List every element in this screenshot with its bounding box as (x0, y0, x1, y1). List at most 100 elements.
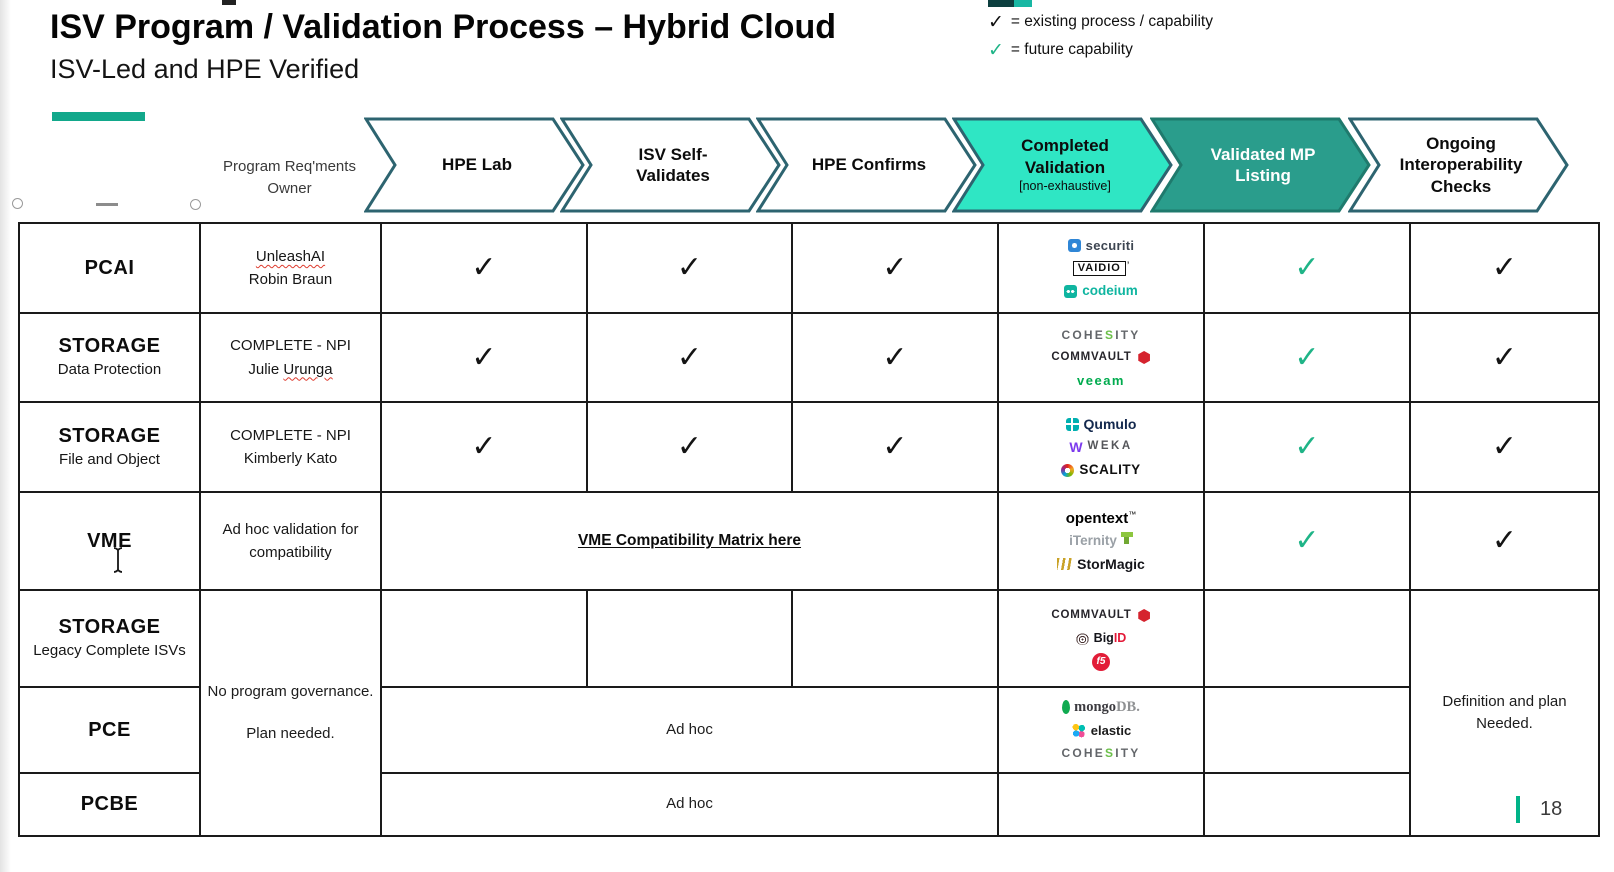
scality-logo: SCALITY (1061, 462, 1140, 479)
stormagic-slashes-icon (1057, 558, 1073, 570)
screen-artifact (1014, 0, 1032, 7)
securiti-shield-icon (1067, 238, 1081, 252)
stormagic-logo: StorMagic (1057, 556, 1145, 573)
check-cell: ✓ (382, 314, 588, 403)
page-number-value: 18 (1540, 798, 1563, 820)
black-check-icon: ✓ (1491, 251, 1518, 284)
black-check-icon: ✓ (471, 251, 497, 284)
governance-line: Plan needed. (246, 725, 335, 742)
cohesity-logo: COHESITY (1062, 745, 1141, 762)
check-cell: ✓ (382, 224, 588, 314)
logos-cell-data-protection: COHESITY COMMVAULT veeam (999, 314, 1205, 403)
elastic-cluster-icon (1070, 722, 1086, 738)
check-cell-future: ✓ (1205, 493, 1411, 591)
check-cell: ✓ (1411, 314, 1598, 403)
logos-cell-pce: mongoDB. elastic COHESITY (999, 688, 1205, 774)
program-name: VME (87, 529, 132, 552)
qumulo-cube-icon (1065, 417, 1079, 431)
program-name: PCBE (80, 793, 139, 815)
legend: ✓ = existing process / capability ✓ = fu… (988, 8, 1213, 64)
codeium-logo: codeium (1064, 283, 1138, 300)
owner-line: Robin Braun (248, 271, 333, 288)
codeium-brackets-icon (1064, 284, 1078, 298)
commvault-logo: COMMVAULT (1051, 349, 1150, 366)
owner-name-misspelled: Urunga (283, 360, 333, 378)
check-cell: ✓ (588, 314, 793, 403)
green-check-icon: ✓ (1294, 430, 1320, 463)
owner-line: COMPLETE - NPI (230, 426, 351, 444)
cohesity-text: ITY (1115, 327, 1141, 342)
row-label-storage-legacy: STORAGE Legacy Complete ISVs (20, 591, 201, 688)
slide-edge-shadow (0, 0, 11, 872)
stage-chevron-validated-mp-listing: Validated MP Listing (1150, 117, 1372, 213)
check-cell: ✓ (793, 314, 999, 403)
black-check-icon: ✓ (1491, 430, 1518, 463)
row-label-storage-data-protection: STORAGE Data Protection (20, 314, 201, 403)
ongoing-merged-cell: Definition and plan Needed. (1411, 591, 1598, 835)
check-cell: ✓ (588, 403, 793, 493)
row-label-pce: PCE (20, 688, 201, 774)
legend-future: ✓ = future capability (988, 36, 1213, 64)
bigid-text: Big (1093, 631, 1114, 646)
empty-cell (793, 591, 999, 688)
owner-cell-governance-merged: No program governance. Plan needed. (201, 591, 382, 835)
empty-cell (1205, 774, 1411, 835)
green-check-icon: ✓ (1294, 340, 1320, 374)
owner-name-part: Julie (248, 360, 284, 378)
black-check-icon: ✓ (1491, 524, 1518, 557)
owner-column-header: Program Req'ments Owner (223, 158, 356, 197)
ongoing-note-line: Definition and plan (1442, 692, 1567, 710)
cohesity-green-s: S (1104, 327, 1116, 342)
stage-label: Completed Validation (1021, 136, 1109, 177)
slide-subtitle: ISV-Led and HPE Verified (50, 54, 360, 84)
commvault-logo: COMMVAULT (1051, 607, 1150, 624)
selection-handle-dash-icon[interactable] (96, 203, 118, 206)
commvault-hexagon-icon (1138, 351, 1150, 364)
slide-title: ISV Program / Validation Process – Hybri… (50, 8, 836, 46)
owner-line: Julie Urunga (248, 358, 332, 381)
validation-table: PCAI UnleashAI Robin Braun ✓ ✓ ✓ securit… (18, 222, 1600, 837)
stage-chevron-completed-validation: Completed Validation [non-exhaustive] (952, 117, 1174, 213)
stage-chevron-hpe-lab: HPE Lab (364, 117, 586, 213)
empty-cell (1205, 688, 1411, 774)
check-cell: ✓ (1411, 403, 1598, 493)
vme-compatibility-matrix-link[interactable]: VME Compatibility Matrix here (577, 532, 802, 549)
mongodb-db-text: DB. (1116, 698, 1140, 715)
cohesity-text: COHE (1061, 746, 1105, 760)
owner-line: Kimberly Kato (243, 450, 338, 467)
owner-cell-pcai: UnleashAI Robin Braun (201, 224, 382, 314)
owner-cell-data-protection: COMPLETE - NPI Julie Urunga (201, 314, 382, 403)
trademark-symbol: ™ (1128, 509, 1137, 519)
legend-future-label: = future capability (1010, 41, 1133, 58)
owner-line: Ad hoc validation for compatibility (222, 520, 359, 561)
black-check-icon: ✓ (882, 251, 908, 284)
stage-label: HPE Confirms (811, 155, 927, 175)
selection-handle-icon[interactable] (190, 199, 201, 210)
cohesity-green-s: S (1104, 746, 1116, 760)
bigid-red-id: ID (1113, 631, 1127, 646)
selection-handle-icon[interactable] (12, 198, 23, 209)
green-check-icon: ✓ (988, 39, 1004, 61)
stage-sublabel: [non-exhaustive] (1019, 178, 1111, 193)
program-name: PCE (88, 718, 131, 741)
mongodb-leaf-icon (1062, 700, 1071, 714)
stage-label: ISV Self-Validates (636, 144, 710, 185)
bigid-fingerprint-icon (1075, 632, 1089, 645)
row-label-vme: VME (20, 493, 201, 591)
green-check-icon: ✓ (1294, 251, 1320, 284)
commvault-hexagon-icon (1138, 609, 1150, 622)
check-cell-future: ✓ (1205, 403, 1411, 493)
program-subname: Data Protection (57, 361, 162, 379)
qumulo-logo: Qumulo (1065, 416, 1136, 433)
check-cell: ✓ (793, 224, 999, 314)
black-check-icon: ✓ (988, 11, 1004, 33)
legend-existing: ✓ = existing process / capability (988, 8, 1213, 36)
program-name: STORAGE (58, 424, 161, 447)
cohesity-text: COHE (1061, 327, 1105, 342)
logos-cell-file-object: Qumulo WEKA SCALITY (999, 403, 1205, 493)
green-check-icon: ✓ (1294, 524, 1320, 557)
stage-label: HPE Lab (442, 155, 512, 175)
iternity-logo: iTernity (1069, 532, 1133, 550)
owner-line: COMPLETE - NPI (230, 337, 351, 355)
